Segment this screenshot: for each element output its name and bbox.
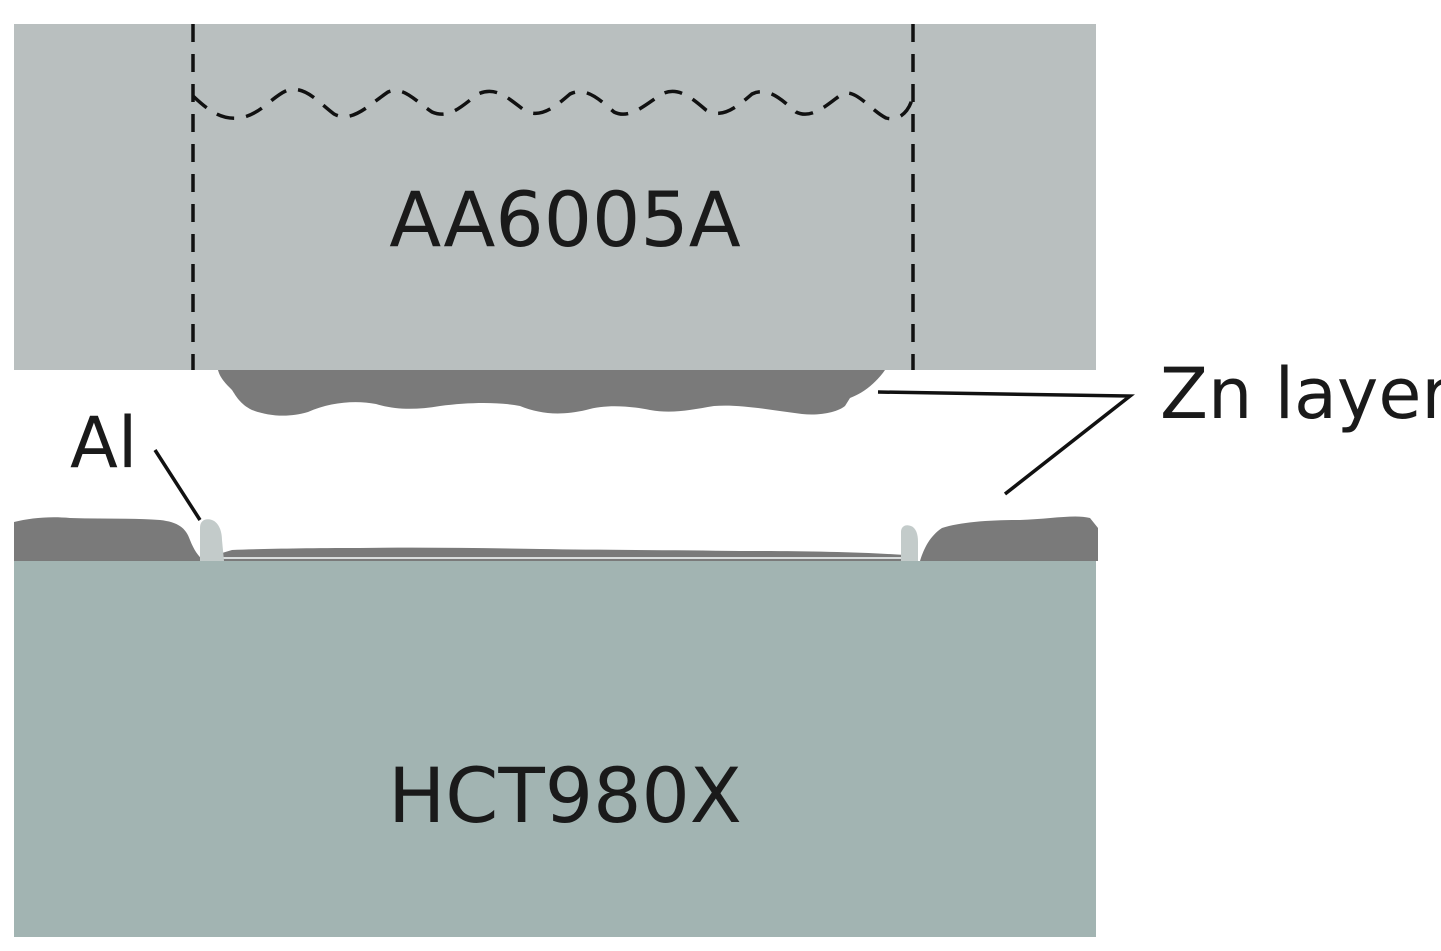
right-zn-layer: [920, 516, 1098, 561]
zn-layer-callout-line: [877, 390, 1135, 496]
left-al-residue: [200, 519, 224, 561]
al-label: Al: [70, 402, 137, 484]
top-zn-layer: [218, 370, 885, 416]
wavy-dashed-boundary: [191, 87, 915, 121]
zn-layer-label: Zn layer: [1160, 353, 1441, 435]
top-plate: [14, 24, 1096, 370]
bottom-material-label: HCT980X: [388, 751, 742, 840]
right-al-residue: [901, 525, 918, 561]
left-zn-layer: [14, 517, 204, 561]
bottom-plate: [14, 561, 1096, 937]
top-material-label: AA6005A: [389, 175, 741, 264]
callout-lines: [153, 390, 1135, 521]
al-callout-line: [153, 449, 202, 521]
stir-zone-outline: [191, 24, 915, 370]
